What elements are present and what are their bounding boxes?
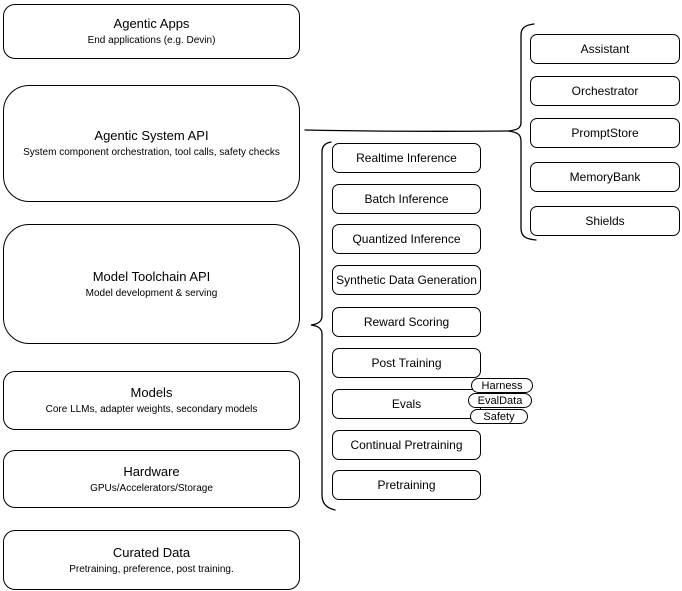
node-label: PromptStore — [571, 125, 639, 140]
node-synthetic-data-generation: Synthetic Data Generation — [332, 265, 481, 295]
node-subtitle: Model development & serving — [85, 287, 218, 299]
node-quantized-inference: Quantized Inference — [332, 224, 481, 254]
tag-harness: Harness — [471, 378, 533, 393]
node-post-training: Post Training — [332, 348, 481, 378]
node-label: Post Training — [371, 355, 442, 370]
node-assistant: Assistant — [530, 34, 680, 64]
node-realtime-inference: Realtime Inference — [332, 143, 481, 173]
tag-label: Harness — [481, 379, 523, 392]
tag-label: Safety — [483, 410, 515, 423]
connector-system-api-line — [304, 129, 509, 132]
node-label: Evals — [391, 396, 422, 411]
node-title: Curated Data — [112, 544, 191, 560]
node-models: Models Core LLMs, adapter weights, secon… — [3, 371, 300, 430]
node-subtitle: System component orchestration, tool cal… — [23, 147, 280, 158]
node-evals: Evals — [332, 389, 481, 419]
node-promptstore: PromptStore — [530, 118, 680, 148]
tag-safety: Safety — [470, 409, 528, 424]
node-subtitle: Pretraining, preference, post training. — [69, 563, 234, 575]
node-label: Pretraining — [377, 477, 436, 492]
node-subtitle: End applications (e.g. Devin) — [87, 35, 216, 46]
node-memorybank: MemoryBank — [530, 162, 680, 192]
node-title: Models — [130, 385, 173, 400]
node-title: Agentic Apps — [113, 16, 190, 31]
node-label: Continual Pretraining — [350, 437, 463, 452]
node-pretraining: Pretraining — [332, 470, 481, 500]
node-label: Quantized Inference — [352, 231, 461, 246]
node-subtitle: Core LLMs, adapter weights, secondary mo… — [45, 404, 258, 415]
node-label: Synthetic Data Generation — [336, 272, 477, 287]
node-title: Hardware — [123, 463, 180, 479]
node-model-toolchain-api: Model Toolchain API Model development & … — [3, 224, 300, 344]
node-label: Assistant — [580, 41, 630, 56]
node-reward-scoring: Reward Scoring — [332, 307, 481, 337]
node-subtitle: GPUs/Accelerators/Storage — [90, 482, 213, 494]
node-label: Batch Inference — [364, 191, 449, 206]
node-hardware: Hardware GPUs/Accelerators/Storage — [3, 450, 300, 508]
node-curated-data: Curated Data Pretraining, preference, po… — [3, 530, 300, 590]
node-label: Shields — [585, 213, 625, 228]
node-orchestrator: Orchestrator — [530, 76, 680, 106]
node-label: Reward Scoring — [363, 314, 450, 329]
node-agentic-apps: Agentic Apps End applications (e.g. Devi… — [3, 4, 300, 59]
tag-evaldata: EvalData — [468, 393, 532, 408]
node-agentic-system-api: Agentic System API System component orch… — [3, 85, 300, 202]
node-shields: Shields — [530, 206, 680, 236]
node-title: Model Toolchain API — [92, 268, 211, 284]
node-batch-inference: Batch Inference — [332, 184, 481, 214]
node-label: MemoryBank — [569, 169, 641, 184]
tag-label: EvalData — [477, 394, 523, 407]
node-continual-pretraining: Continual Pretraining — [332, 430, 481, 460]
node-title: Agentic System API — [94, 128, 209, 143]
node-label: Orchestrator — [571, 83, 639, 98]
node-label: Realtime Inference — [356, 150, 457, 165]
